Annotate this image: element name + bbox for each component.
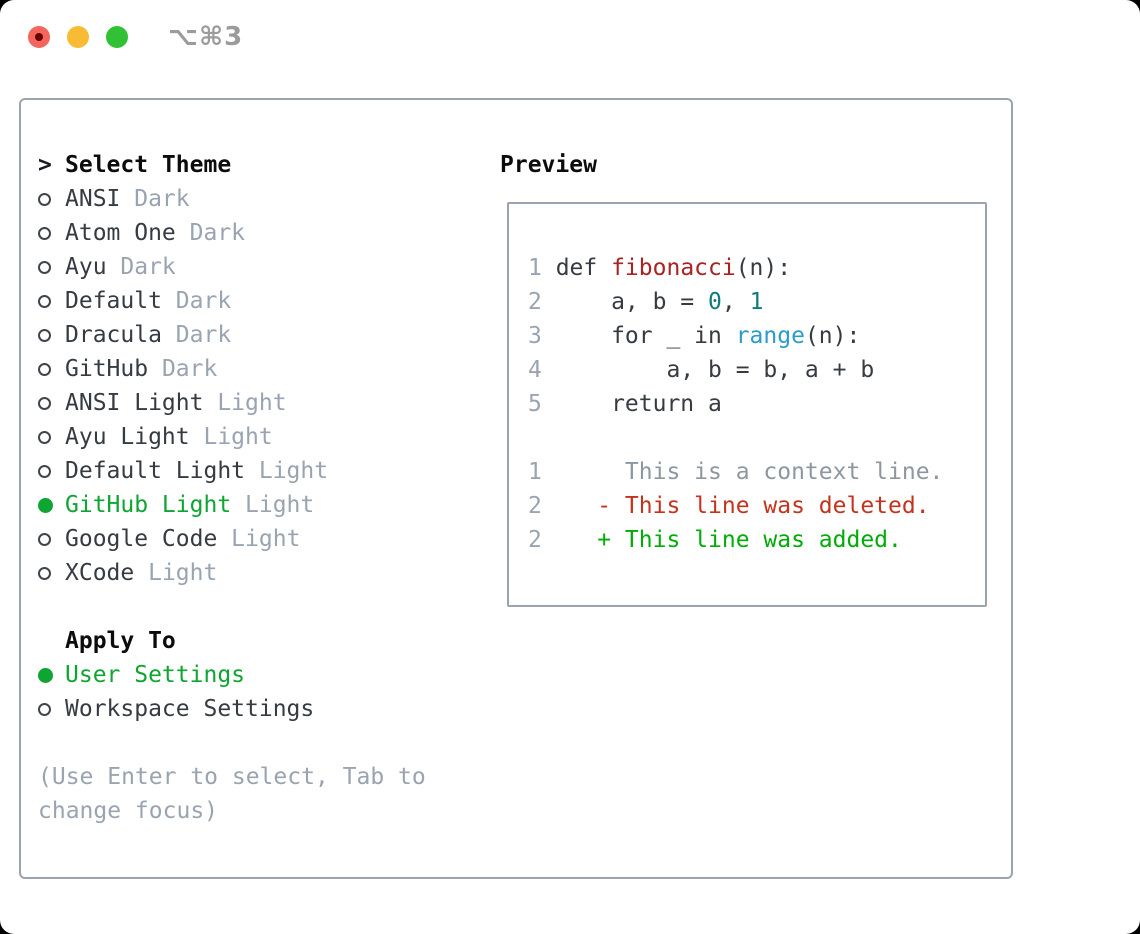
close-button[interactable] — [28, 26, 50, 48]
theme-item[interactable]: ANSI Light Light — [38, 386, 328, 420]
item-label: User Settings — [65, 662, 246, 688]
theme-item[interactable]: XCode Light — [38, 556, 328, 590]
radio-unselected-icon — [38, 464, 65, 478]
code-line: 2 - This line was deleted. — [528, 489, 985, 523]
theme-item[interactable]: GitHub Light Light — [38, 488, 328, 522]
item-label: Google Code Light — [65, 526, 301, 552]
zoom-button[interactable] — [106, 26, 128, 48]
code-line: 2 + This line was added. — [528, 523, 985, 557]
code-line: 1 This is a context line. — [528, 455, 985, 489]
code-line: 5 return a — [528, 387, 985, 421]
line-number: 2 — [528, 493, 542, 519]
item-label: GitHub Light Light — [65, 492, 315, 518]
item-label: ANSI Light Light — [65, 390, 287, 416]
apply-to-item[interactable]: User Settings — [38, 658, 314, 692]
theme-menu-header-row: > Select Theme — [38, 148, 328, 182]
radio-selected-icon — [38, 667, 65, 683]
item-label: Dracula Dark — [65, 322, 232, 348]
code-line: 4 a, b = b, a + b — [528, 353, 985, 387]
line-number: 1 — [528, 459, 542, 485]
item-label: Default Light Light — [65, 458, 329, 484]
code-line: 3 for _ in range(n): — [528, 319, 985, 353]
code-line: 2 a, b = 0, 1 — [528, 285, 985, 319]
line-number: 4 — [528, 357, 542, 383]
line-number: 2 — [528, 527, 542, 553]
radio-unselected-icon — [38, 566, 65, 580]
item-label: Workspace Settings — [65, 696, 315, 722]
prompt-marker: > — [38, 152, 65, 178]
apply-to-title: Apply To — [65, 628, 176, 654]
item-label: GitHub Dark — [65, 356, 218, 382]
item-label: Ayu Light Light — [65, 424, 273, 450]
theme-item[interactable]: ANSI Dark — [38, 182, 328, 216]
title-bar: ⌥⌘3 — [28, 22, 243, 52]
radio-unselected-icon — [38, 192, 65, 206]
help-text: (Use Enter to select, Tab to change focu… — [38, 764, 426, 824]
item-label: Atom One Dark — [65, 220, 246, 246]
item-label: Ayu Dark — [65, 254, 176, 280]
theme-item[interactable]: Default Light Light — [38, 454, 328, 488]
apply-to-header-row: Apply To — [38, 624, 314, 658]
radio-selected-icon — [38, 497, 65, 513]
radio-unselected-icon — [38, 260, 65, 274]
minimize-button[interactable] — [67, 26, 89, 48]
theme-item[interactable]: Default Dark — [38, 284, 328, 318]
radio-unselected-icon — [38, 226, 65, 240]
line-number: 5 — [528, 391, 542, 417]
theme-item[interactable]: Ayu Dark — [38, 250, 328, 284]
radio-unselected-icon — [38, 328, 65, 342]
theme-item[interactable]: Dracula Dark — [38, 318, 328, 352]
item-label: ANSI Dark — [65, 186, 190, 212]
theme-item[interactable]: Atom One Dark — [38, 216, 328, 250]
radio-unselected-icon — [38, 430, 65, 444]
item-label: XCode Light — [65, 560, 218, 586]
radio-unselected-icon — [38, 362, 65, 376]
item-label: Default Dark — [65, 288, 232, 314]
line-number: 2 — [528, 289, 542, 315]
window-title: ⌥⌘3 — [168, 22, 244, 52]
line-number: 3 — [528, 323, 542, 349]
radio-unselected-icon — [38, 396, 65, 410]
radio-unselected-icon — [38, 532, 65, 546]
line-number: 1 — [528, 255, 542, 281]
chevron-prompt-icon: > — [38, 152, 52, 178]
diff-lines-group: 1 This is a context line.2 - This line w… — [528, 455, 985, 557]
radio-unselected-icon — [38, 294, 65, 308]
theme-menu-title: Select Theme — [65, 152, 232, 178]
theme-item[interactable]: GitHub Dark — [38, 352, 328, 386]
radio-unselected-icon — [38, 702, 65, 716]
apply-to-item[interactable]: Workspace Settings — [38, 692, 314, 726]
theme-item[interactable]: Ayu Light Light — [38, 420, 328, 454]
preview-title: Preview — [500, 152, 597, 178]
theme-item[interactable]: Google Code Light — [38, 522, 328, 556]
